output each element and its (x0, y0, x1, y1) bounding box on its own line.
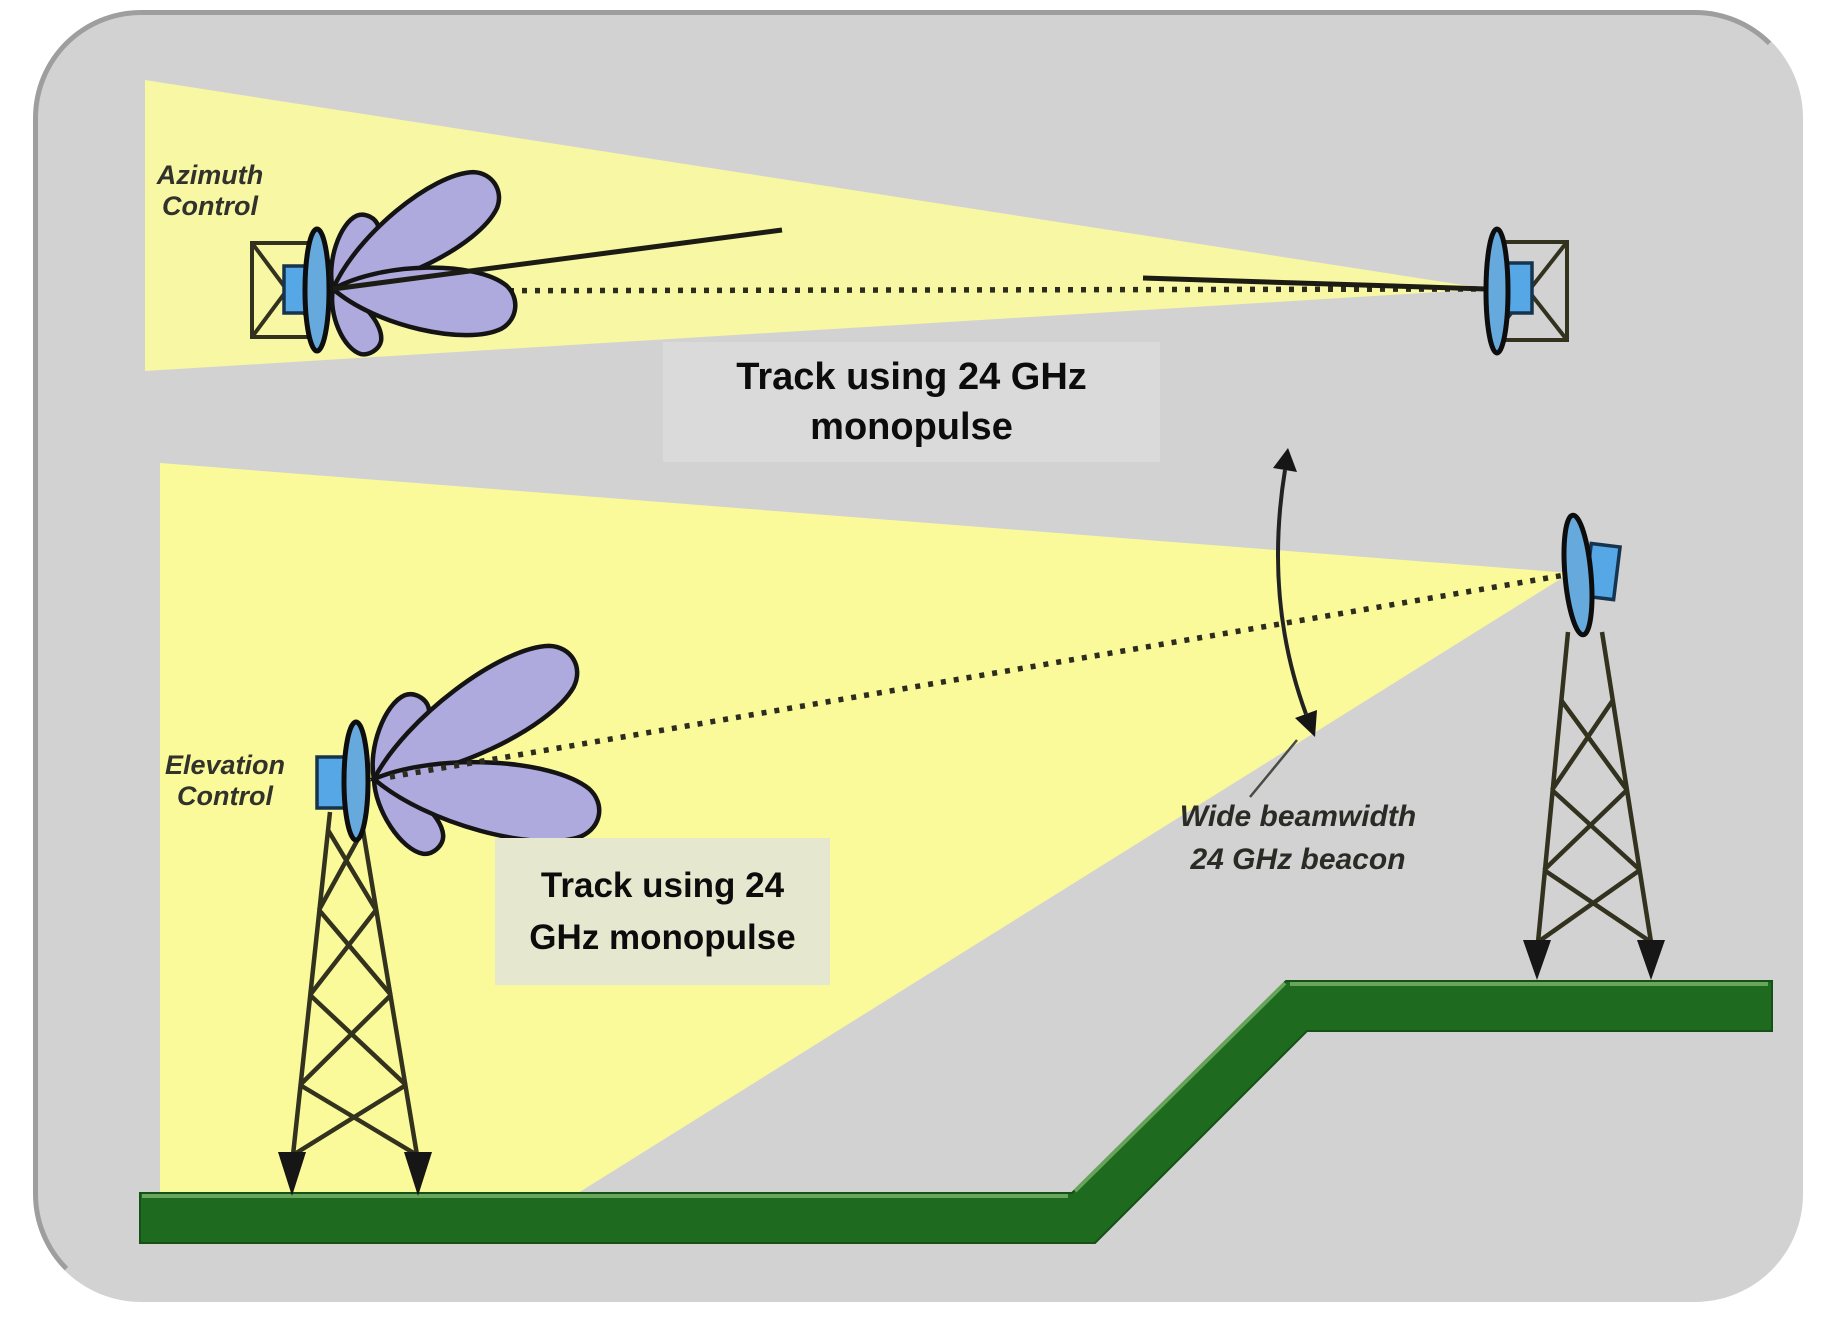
lobe-large-upper (355, 628, 592, 810)
antenna-dish (302, 226, 332, 354)
azimuth-error-line-right (1142, 275, 1487, 292)
azimuth-error-line-left (332, 227, 783, 292)
tower-foot-arrow (404, 1152, 432, 1196)
tower-foot-arrow (1523, 940, 1551, 980)
tower-bracing (1536, 698, 1653, 944)
elevation-control-label: Elevation Control (150, 750, 300, 812)
beacon-antenna (1561, 512, 1623, 638)
monopulse-lobes (315, 156, 518, 361)
azimuth-label-line1: Azimuth (156, 160, 264, 190)
tower-bracing (291, 828, 419, 1157)
beamwidth-arc (1276, 469, 1308, 715)
elevation-boresight-dotted-line (389, 572, 1566, 780)
elevation-label-line2: Control (177, 781, 273, 811)
elevation-tower (278, 811, 432, 1196)
elevation-caption-line2: GHz monopulse (529, 917, 796, 957)
antenna-dish (341, 719, 371, 843)
azimuth-antenna-right (1483, 226, 1569, 356)
azimuth-caption-box: Track using 24 GHz monopulse (663, 342, 1160, 462)
arc-arrow-up (1273, 448, 1297, 472)
tower-legs (290, 811, 420, 1156)
beacon-note-line2: 24 GHz beacon (1190, 843, 1406, 876)
beamwidth-annotation (1249, 448, 1317, 798)
azimuth-label-line2: Control (162, 191, 258, 221)
tower-foot-arrow (278, 1152, 306, 1196)
elevation-beam-wedge (160, 463, 1570, 1193)
azimuth-control-label: Azimuth Control (140, 160, 280, 222)
beacon-note-leader-line (1249, 739, 1298, 798)
azimuth-antenna-left (250, 156, 519, 361)
elevation-caption-line1: Track using 24 (540, 865, 785, 905)
beacon-tower (1523, 631, 1665, 980)
lobe-large-lower (368, 743, 604, 851)
antenna-dish (1483, 226, 1511, 356)
tower-foot-arrow (1637, 940, 1665, 980)
terrain-highlight (142, 981, 1768, 1198)
azimuth-boresight-dotted-line (339, 286, 1484, 294)
elevation-caption-box: Track using 24 GHz monopulse (495, 838, 830, 985)
azimuth-caption-line2: monopulse (810, 406, 1013, 448)
elevation-label-line1: Elevation (164, 750, 286, 780)
arc-arrow-down (1295, 710, 1317, 737)
antenna-dish (1561, 512, 1595, 638)
beacon-note: Wide beamwidth 24 GHz beacon (1148, 795, 1448, 881)
azimuth-caption-line1: Track using 24 GHz (736, 356, 1087, 398)
elevation-antenna (315, 628, 605, 863)
monopulse-lobes (355, 628, 604, 863)
beacon-note-line1: Wide beamwidth (1179, 800, 1417, 833)
